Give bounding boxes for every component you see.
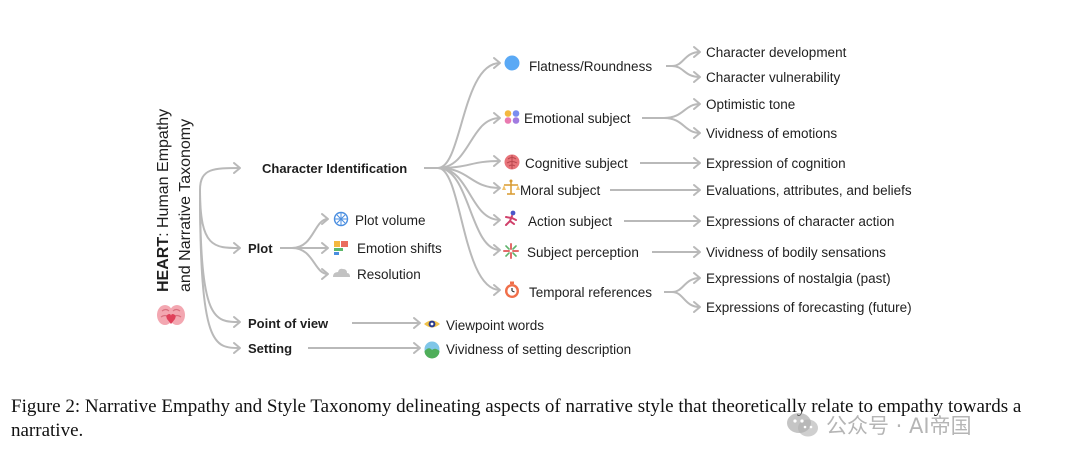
edges: [199, 46, 701, 354]
brain-icon: [504, 154, 520, 170]
root-title-line2: and Narrative Taxonomy: [177, 119, 194, 292]
scales-icon: [501, 178, 521, 195]
leaf-evaluations-beliefs: Evaluations, attributes, and beliefs: [706, 183, 912, 198]
root-title-rest: : Human Empathy: [155, 109, 172, 237]
root-title-bold: HEART: [155, 237, 172, 292]
node-character-identification: Character Identification: [262, 161, 407, 176]
leaf-forecasting: Expressions of forecasting (future): [706, 300, 912, 315]
figure-caption: Figure 2: Narrative Empathy and Style Ta…: [11, 396, 1022, 441]
node-point-of-view: Point of view: [248, 316, 329, 331]
node-emotional-subject: Emotional subject: [524, 111, 631, 126]
stopwatch-icon: [504, 280, 520, 299]
leaf-character-action: Expressions of character action: [706, 214, 894, 229]
node-viewpoint-words: Viewpoint words: [446, 318, 544, 333]
watermark-text: 公众号 · AI帝国: [826, 414, 972, 438]
leaf-character-vulnerability: Character vulnerability: [706, 70, 841, 85]
node-plot: Plot: [248, 241, 273, 256]
blocks-icon: [334, 241, 348, 255]
node-flatness-roundness: Flatness/Roundness: [529, 59, 652, 74]
node-vividness-setting: Vividness of setting description: [446, 342, 631, 357]
node-cognitive-subject: Cognitive subject: [525, 156, 628, 171]
leaf-optimistic-tone: Optimistic tone: [706, 97, 795, 112]
leaf-vividness-emotions: Vividness of emotions: [706, 126, 837, 141]
leaf-bodily-sensations: Vividness of bodily sensations: [706, 245, 886, 260]
leaf-nostalgia: Expressions of nostalgia (past): [706, 271, 891, 286]
node-resolution: Resolution: [357, 267, 421, 282]
node-subject-perception: Subject perception: [527, 245, 639, 260]
emoji-faces-icon: [504, 110, 520, 124]
taxonomy-diagram: HEART: Human Empathy and Narrative Taxon…: [155, 45, 912, 359]
sparkle-icon: [503, 243, 519, 259]
cloud-icon: [333, 268, 350, 277]
landscape-icon: [424, 341, 440, 359]
node-emotion-shifts: Emotion shifts: [357, 241, 442, 256]
root-title-line1: HEART: Human Empathy: [155, 109, 172, 292]
root-node: HEART: Human Empathy and Narrative Taxon…: [155, 109, 194, 325]
node-moral-subject: Moral subject: [520, 183, 601, 198]
eye-icon: [424, 320, 440, 328]
leaf-expression-cognition: Expression of cognition: [706, 156, 846, 171]
running-person-icon: [505, 209, 517, 226]
node-setting: Setting: [248, 341, 292, 356]
blue-dot-icon: [504, 55, 520, 71]
node-plot-volume: Plot volume: [355, 213, 426, 228]
wechat-icon: [787, 413, 818, 437]
node-temporal-references: Temporal references: [529, 285, 652, 300]
brain-heart-icon: [157, 305, 185, 325]
leaf-character-development: Character development: [706, 45, 847, 60]
watermark: 公众号 · AI帝国: [786, 410, 972, 440]
network-icon: [333, 211, 349, 227]
node-action-subject: Action subject: [528, 214, 612, 229]
